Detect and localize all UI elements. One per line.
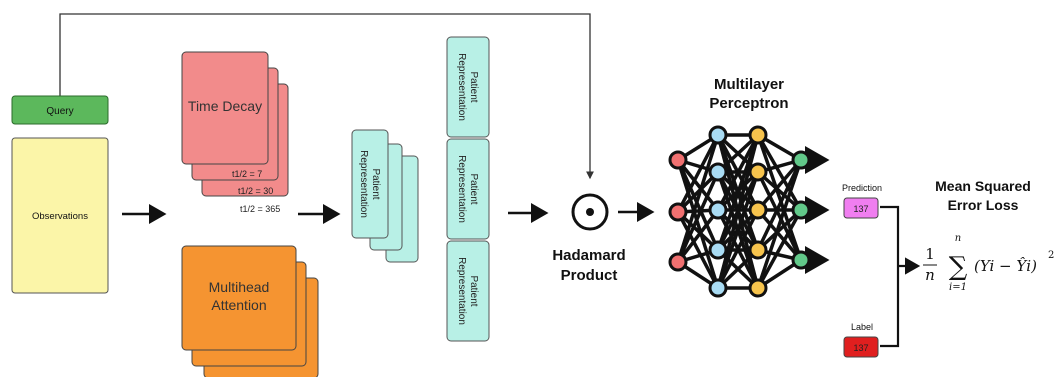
query-skip-connection [59,13,594,180]
mlp-edge [676,159,720,289]
svg-text:Patient: Patient [468,275,479,306]
svg-text:Patient: Patient [468,71,479,102]
mlp-neuron [791,250,811,270]
label-value: 137 [853,343,868,353]
mlp-neuron [708,162,728,182]
svg-text:i=1: i=1 [949,282,967,293]
query-box [11,95,109,125]
rep-column-1-text: Patient Representation [456,53,479,121]
prediction-box [843,197,879,219]
mlp-edge [756,208,803,252]
hadamard-label-2: Product [561,267,618,284]
half-life-7: t1/2 = 7 [232,169,262,179]
mlp-edge [676,159,720,251]
rep-column-1 [446,36,490,138]
mlp-edge [716,209,760,289]
mlp-neuron [748,125,768,145]
hadamard-label-1: Hadamard [552,247,625,264]
loss-bracket [880,205,918,348]
mlp-edge [676,134,720,263]
time-decay-title: Time Decay [188,98,262,114]
mlp-edge [756,134,803,261]
multihead-title-1: Multihead [209,279,270,295]
mlp-title-1: Multilayer [714,76,784,93]
loss-title-1: Mean Squared [935,178,1031,194]
multihead-title-2: Attention [211,297,266,313]
svg-text:Patient: Patient [468,173,479,204]
label-caption: Label [851,322,873,332]
multihead-card-1 [181,245,297,351]
mlp-edge [756,158,803,212]
svg-text:1: 1 [925,245,935,263]
mlp-neuron [668,150,688,170]
loss-formula: 1 n n ∑ i=1 (Yi − Ŷi) 2 [923,233,1054,293]
svg-text:Patient: Patient [370,168,381,199]
mlp-edge [716,171,760,289]
observations-label: Observations [32,211,88,222]
rep-stack-card-1 [351,129,389,239]
mlp-edge [676,171,720,263]
mlp-neuron [668,202,688,222]
svg-text:2: 2 [1048,250,1054,261]
mlp-neuron [708,200,728,220]
half-life-365: t1/2 = 365 [240,204,280,214]
mlp-edge [716,134,760,211]
rep-column-3-text: Patient Representation [456,257,479,325]
mlp-edge [676,208,720,264]
observations-box [11,137,109,294]
query-label: Query [46,106,73,117]
mlp-title-2: Perceptron [709,95,788,112]
mlp-neuron [748,200,768,220]
svg-text:n: n [955,233,961,244]
loss-title-2: Error Loss [948,197,1019,213]
mlp-edge [756,170,803,212]
mlp-neuron [748,240,768,260]
mlp-neuron [668,252,688,272]
mlp-neuron [791,200,811,220]
mlp-neuron [748,278,768,298]
svg-text:Representation: Representation [456,257,467,325]
mlp-neurons [668,125,811,298]
mlp-edge [676,158,720,212]
mlp-neuron [708,125,728,145]
half-life-30: t1/2 = 30 [238,186,273,196]
mlp-edge [756,159,803,251]
svg-text:Representation: Representation [358,150,369,218]
time-decay-card-1 [181,51,269,165]
hadamard-dot [586,208,594,216]
prediction-value: 137 [853,204,868,214]
svg-text:∑: ∑ [949,252,968,282]
mlp-neuron [791,150,811,170]
rep-column-2 [446,138,490,240]
label-box [843,336,879,358]
mlp-neuron [708,240,728,260]
svg-text:(Yi − Ŷi): (Yi − Ŷi) [974,257,1037,275]
svg-text:Representation: Representation [456,53,467,121]
rep-stack-text: Patient Representation [358,150,381,218]
mlp-neuron [708,278,728,298]
mlp-edge [756,171,803,261]
mlp-edge [676,211,720,289]
svg-text:Representation: Representation [456,155,467,223]
mlp-edge [676,134,720,213]
mlp-edge [756,134,803,211]
prediction-label: Prediction [842,183,882,193]
rep-column-2-text: Patient Representation [456,155,479,223]
mlp-edge [756,209,803,289]
mlp-edge [756,159,803,289]
mlp-edge [716,134,760,289]
rep-column-3 [446,240,490,342]
svg-text:n: n [925,266,935,284]
mlp-edge [756,208,803,262]
mlp-neuron [748,162,768,182]
